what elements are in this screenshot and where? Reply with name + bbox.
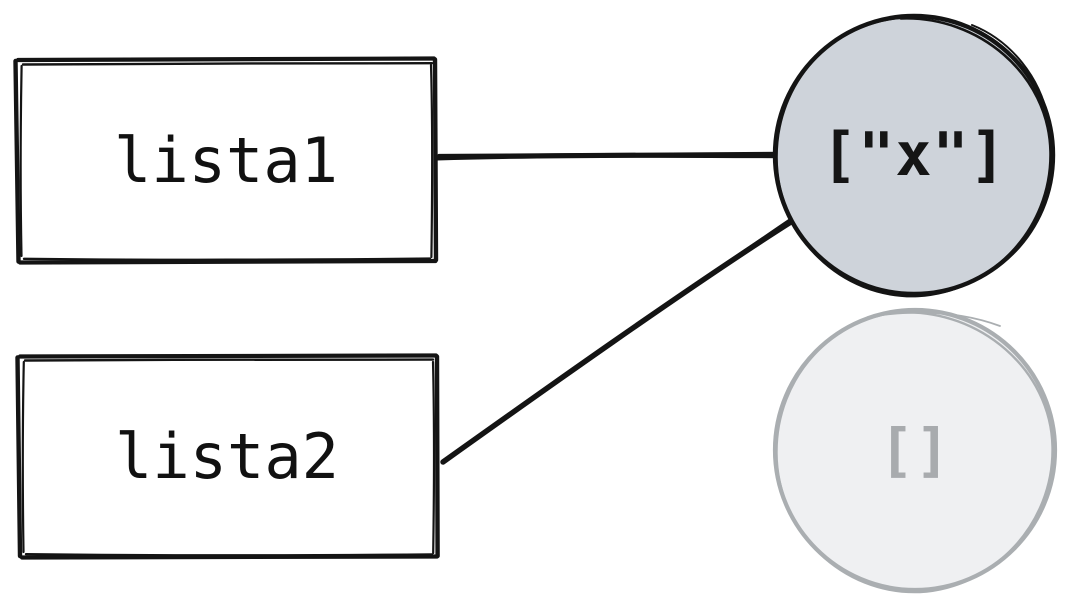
variable-box-lista1[interactable] — [13, 56, 439, 265]
variable-box-lista2[interactable] — [15, 353, 440, 560]
list-object-node-empty[interactable] — [772, 307, 1058, 594]
edge-lista1-to-list-x[interactable] — [434, 151, 784, 161]
edge-lista2-to-list-x[interactable] — [440, 218, 794, 465]
list-object-node-x[interactable] — [772, 13, 1056, 298]
